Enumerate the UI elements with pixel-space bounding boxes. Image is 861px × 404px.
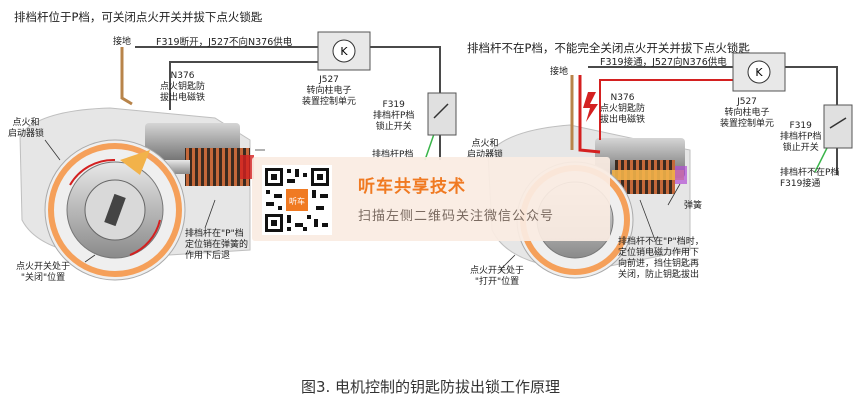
left-wiring [120, 46, 444, 161]
lightning-icon [583, 92, 598, 122]
left-ignition-cylinder [44, 139, 186, 281]
watermark-title: 听车共享技术 [358, 177, 466, 197]
right-pin-note: 排档杆不在"P"档时， 定位销电磁力作用下 向前进，挡住钥匙再 关闭，防止钥匙拔… [618, 237, 704, 280]
right-j527-module: K [732, 52, 786, 92]
left-j527-label: J527 转向柱电子 装置控制单元 [302, 75, 357, 107]
watermark-banner: 听车 听车共享技术 扫描左侧二维码关注微信公众号 [252, 157, 610, 241]
right-switch-on-label: 点火开关处于 "打开"位置 [470, 266, 525, 287]
right-f319-label: F319 排档杆P档 锁止开关 [780, 121, 822, 153]
left-f319-label: F319 排档杆P档 锁止开关 [373, 100, 415, 132]
right-j527-label: J527 转向柱电子 装置控制单元 [720, 97, 775, 129]
left-f319-switch [427, 92, 457, 136]
right-heading: 排档杆不在P档，不能完全关闭点火开关并拔下点火锁匙 [467, 41, 750, 55]
svg-text:听车: 听车 [289, 196, 305, 206]
figure-caption: 图3. 电机控制的钥匙防拔出锁工作原理 [300, 378, 561, 396]
left-f319-partial-label: 排档杆P档 [372, 150, 414, 160]
right-f319-line-label: F319接通，J527向N376供电 [600, 57, 727, 68]
left-ground-label: 接地 [113, 37, 132, 47]
left-pin-note: 排档杆在"P"档 定位销在弹簧的 作用下后退 [185, 229, 249, 261]
left-f319-line-label: F319断开，J527不向N376供电 [156, 37, 293, 48]
right-f319-switch [823, 104, 853, 149]
right-n376-label: N376 点火钥匙防 拔出电磁铁 [600, 93, 646, 125]
left-j527-module: K [317, 31, 371, 71]
right-spring-label: 弹簧 [684, 201, 703, 211]
watermark-subtitle: 扫描左侧二维码关注微信公众号 [358, 209, 555, 224]
qr-code-icon: 听车 [262, 165, 332, 235]
key-k-symbol-icon: K [755, 66, 763, 79]
right-ignition-lock-label: 点火和 启动器锁 [467, 139, 504, 160]
left-ignition-lock-label: 点火和 启动器锁 [8, 118, 45, 139]
right-f319-state-label: 排档杆不在P档 F319接通 [780, 168, 840, 189]
left-switch-off-label: 点火开关处于 "关闭"位置 [16, 262, 71, 283]
right-ground-label: 接地 [550, 67, 569, 77]
leader-lines [44, 139, 681, 271]
left-heading: 排档杆位于P档，可关闭点火开关并拔下点火锁匙 [14, 10, 263, 24]
key-k-symbol-icon: K [340, 45, 348, 58]
left-n376-label: N376 点火钥匙防 拔出电磁铁 [160, 71, 206, 103]
